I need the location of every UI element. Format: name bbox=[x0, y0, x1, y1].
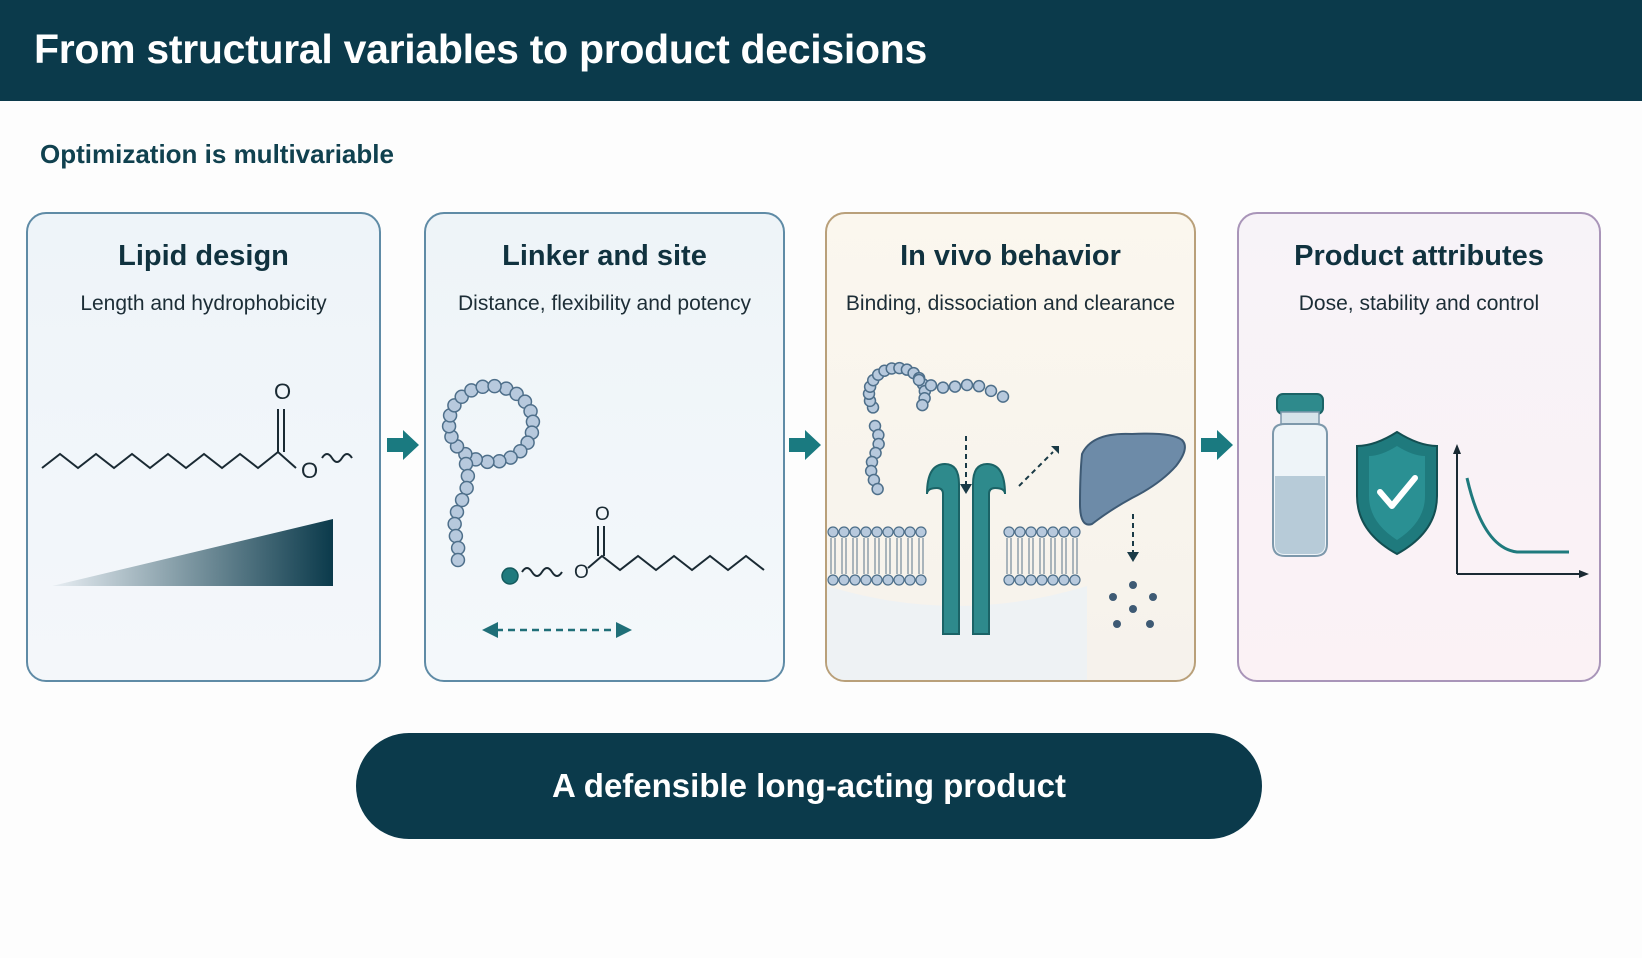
decay-curve-chart-icon bbox=[1453, 444, 1589, 578]
card-title: In vivo behavior bbox=[900, 240, 1121, 272]
carbonyl-oxygen-label: O bbox=[595, 504, 610, 525]
vial-icon bbox=[1272, 393, 1328, 557]
conjugation-site-icon bbox=[501, 567, 519, 585]
outcome-banner: A defensible long-acting product bbox=[356, 733, 1262, 839]
section-subtitle: Optimization is multivariable bbox=[40, 139, 394, 169]
peptide-bead-chain-icon bbox=[441, 378, 541, 568]
card-linker-and-site: Linker and site Distance, flexibility an… bbox=[424, 212, 785, 682]
lipid-structure-illustration: O O bbox=[41, 379, 353, 586]
page-title: From structural variables to product dec… bbox=[34, 26, 927, 72]
card-description: Binding, dissociation and clearance bbox=[845, 292, 1176, 315]
flow-arrow-icon bbox=[1201, 430, 1233, 460]
in-vivo-illustration bbox=[827, 361, 1186, 680]
card-description: Distance, flexibility and potency bbox=[458, 292, 751, 315]
outcome-label: A defensible long-acting product bbox=[552, 767, 1066, 804]
receptor-icon bbox=[926, 462, 1006, 635]
lipid-tail-icon bbox=[521, 526, 765, 577]
linker-illustration: O O bbox=[441, 378, 765, 638]
shield-check-icon bbox=[1356, 430, 1438, 556]
cleared-particles-icon bbox=[1109, 581, 1157, 628]
card-title: Lipid design bbox=[118, 240, 289, 272]
header-bar: From structural variables to product dec… bbox=[0, 0, 1642, 101]
product-illustration bbox=[1272, 393, 1589, 578]
card-title: Product attributes bbox=[1294, 240, 1544, 272]
card-in-vivo-behavior: In vivo behavior Binding, dissociation a… bbox=[825, 212, 1196, 682]
card-description: Dose, stability and control bbox=[1298, 292, 1540, 315]
distance-double-arrow-icon bbox=[482, 622, 632, 638]
peptide-bead-chain-icon bbox=[862, 361, 1010, 496]
card-lipid-design: Lipid design Length and hydrophobicity O… bbox=[26, 212, 381, 682]
flow-arrow-icon bbox=[789, 430, 821, 460]
liver-icon bbox=[1078, 432, 1186, 526]
fatty-acid-chain-icon bbox=[41, 409, 353, 470]
carbonyl-oxygen-label: O bbox=[274, 379, 291, 404]
flow-arrow-icon bbox=[387, 430, 419, 460]
clearance-arrow-icon bbox=[1127, 514, 1139, 562]
binding-arrow-icon bbox=[960, 436, 972, 494]
ester-oxygen-label: O bbox=[301, 458, 318, 483]
card-title: Linker and site bbox=[502, 240, 707, 272]
dissociation-arrow-icon bbox=[1018, 446, 1059, 487]
membrane-bilayer-icon bbox=[827, 526, 1087, 680]
ester-oxygen-label: O bbox=[574, 562, 589, 583]
card-description: Length and hydrophobicity bbox=[80, 292, 327, 315]
card-product-attributes: Product attributes Dose, stability and c… bbox=[1237, 212, 1601, 682]
hydrophobicity-gradient-wedge-icon bbox=[52, 519, 333, 586]
